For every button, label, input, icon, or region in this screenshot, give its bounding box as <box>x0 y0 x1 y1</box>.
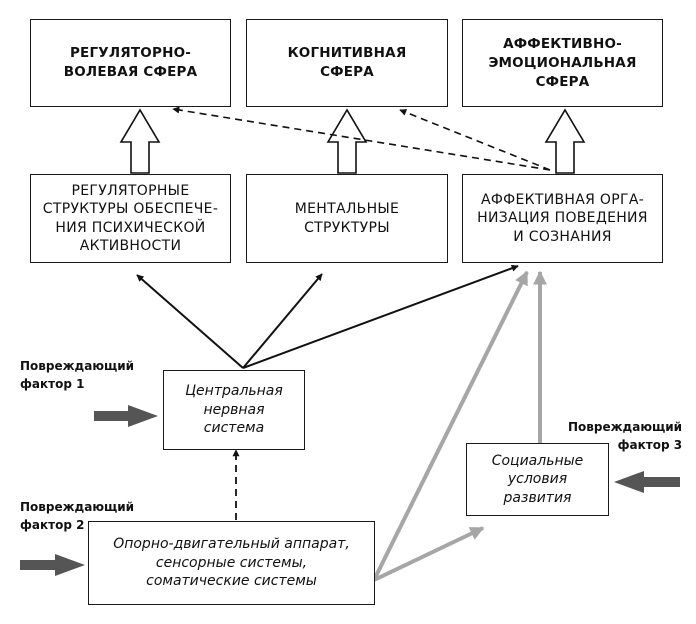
box-text-line: АФФЕКТИВНО- <box>503 35 622 52</box>
affective-emotional-sphere-box: АФФЕКТИВНО- ЭМОЦИОНАЛЬНАЯ СФЕРА <box>462 19 663 107</box>
arrow-cns-to-regulatory <box>136 274 244 369</box>
box-text-line: ВОЛЕВАЯ СФЕРА <box>63 64 198 80</box>
box-text-line: МЕНТАЛЬНЫЕ <box>294 201 400 217</box>
box-text-line: АФФЕКТИВНАЯ ОРГА- <box>480 191 645 208</box>
gray-arrow-musculoskeletal-to-affective <box>372 270 529 581</box>
factor3-arrow <box>614 471 680 493</box>
regulatory-structures-box: РЕГУЛЯТОРНЫЕ СТРУКТУРЫ ОБЕСПЕЧЕ- НИЯ ПСИ… <box>30 174 231 263</box>
box-text-line: АКТИВНОСТИ <box>79 238 182 254</box>
arrow-cns-to-mental <box>242 273 323 369</box>
box-text-line: НИЯ ПСИХИЧЕСКОЙ <box>55 219 206 236</box>
social-conditions-box: Социальные условия развития <box>466 443 609 516</box>
box-text-line: соматические системы <box>146 573 317 590</box>
factor-text-line: фактор 1 <box>20 377 85 391</box>
factor2-arrow <box>20 554 85 576</box>
hollow-arrow-affective <box>544 108 586 174</box>
factor-text-line: фактор 3 <box>617 438 683 452</box>
box-text-line: система <box>203 420 265 437</box>
box-text-line: РЕГУЛЯТОРНО- <box>69 45 192 61</box>
factor-text-line: Повреждающий <box>568 420 683 434</box>
box-text-line: Опорно-двигательный аппарат, <box>113 536 350 553</box>
box-text-line: СФЕРА <box>320 64 374 80</box>
box-text-line: РЕГУЛЯТОРНЫЕ <box>71 182 190 199</box>
box-text-line: Центральная <box>185 383 283 400</box>
regulatory-volitional-sphere-box: РЕГУЛЯТОРНО- ВОЛЕВАЯ СФЕРА <box>30 19 231 107</box>
damaging-factor-3-label: Повреждающий фактор 3 <box>568 418 682 454</box>
factor-text-line: фактор 2 <box>20 518 85 532</box>
damaging-factor-2-label: Повреждающий фактор 2 <box>20 498 134 534</box>
factor-text-line: Повреждающий <box>20 359 135 373</box>
box-text-line: ЭМОЦИОНАЛЬНАЯ <box>488 54 637 71</box>
box-text-line: СТРУКТУРЫ <box>304 219 390 236</box>
hollow-arrow-cognitive <box>326 108 368 174</box>
box-text-line: Социальные <box>491 452 584 469</box>
mental-structures-box: МЕНТАЛЬНЫЕ СТРУКТУРЫ <box>246 174 448 263</box>
factor-text-line: Повреждающий <box>20 500 135 514</box>
factor1-arrow <box>94 405 158 427</box>
box-text-line: СТРУКТУРЫ ОБЕСПЕЧЕ- <box>42 201 219 217</box>
gray-arrow-musculoskeletal-to-social <box>373 526 485 582</box>
central-nervous-system-box: Центральная нервная система <box>163 370 305 450</box>
hollow-arrow-regulatory <box>119 108 161 174</box>
box-text-line: НИЗАЦИЯ ПОВЕДЕНИЯ <box>477 210 648 227</box>
box-text-line: условия <box>507 471 568 488</box>
dashed-arrow-to-regulatory-sphere <box>172 106 551 171</box>
box-text-line: КОГНИТИВНАЯ <box>287 45 407 61</box>
musculoskeletal-box: Опорно-двигательный аппарат, сенсорные с… <box>88 521 375 605</box>
damaging-factor-1-label: Повреждающий фактор 1 <box>20 357 134 393</box>
box-text-line: развития <box>503 489 572 506</box>
arrow-cns-to-affective <box>242 264 519 369</box>
box-text-line: сенсорные системы, <box>155 554 308 571</box>
box-text-line: нервная <box>203 401 265 418</box>
cognitive-sphere-box: КОГНИТИВНАЯ СФЕРА <box>246 19 448 107</box>
affective-organization-box: АФФЕКТИВНАЯ ОРГА- НИЗАЦИЯ ПОВЕДЕНИЯ И СО… <box>462 174 663 263</box>
box-text-line: И СОЗНАНИЯ <box>513 228 612 245</box>
dashed-arrow-to-cognitive-sphere <box>399 109 551 171</box>
box-text-line: СФЕРА <box>535 73 590 90</box>
